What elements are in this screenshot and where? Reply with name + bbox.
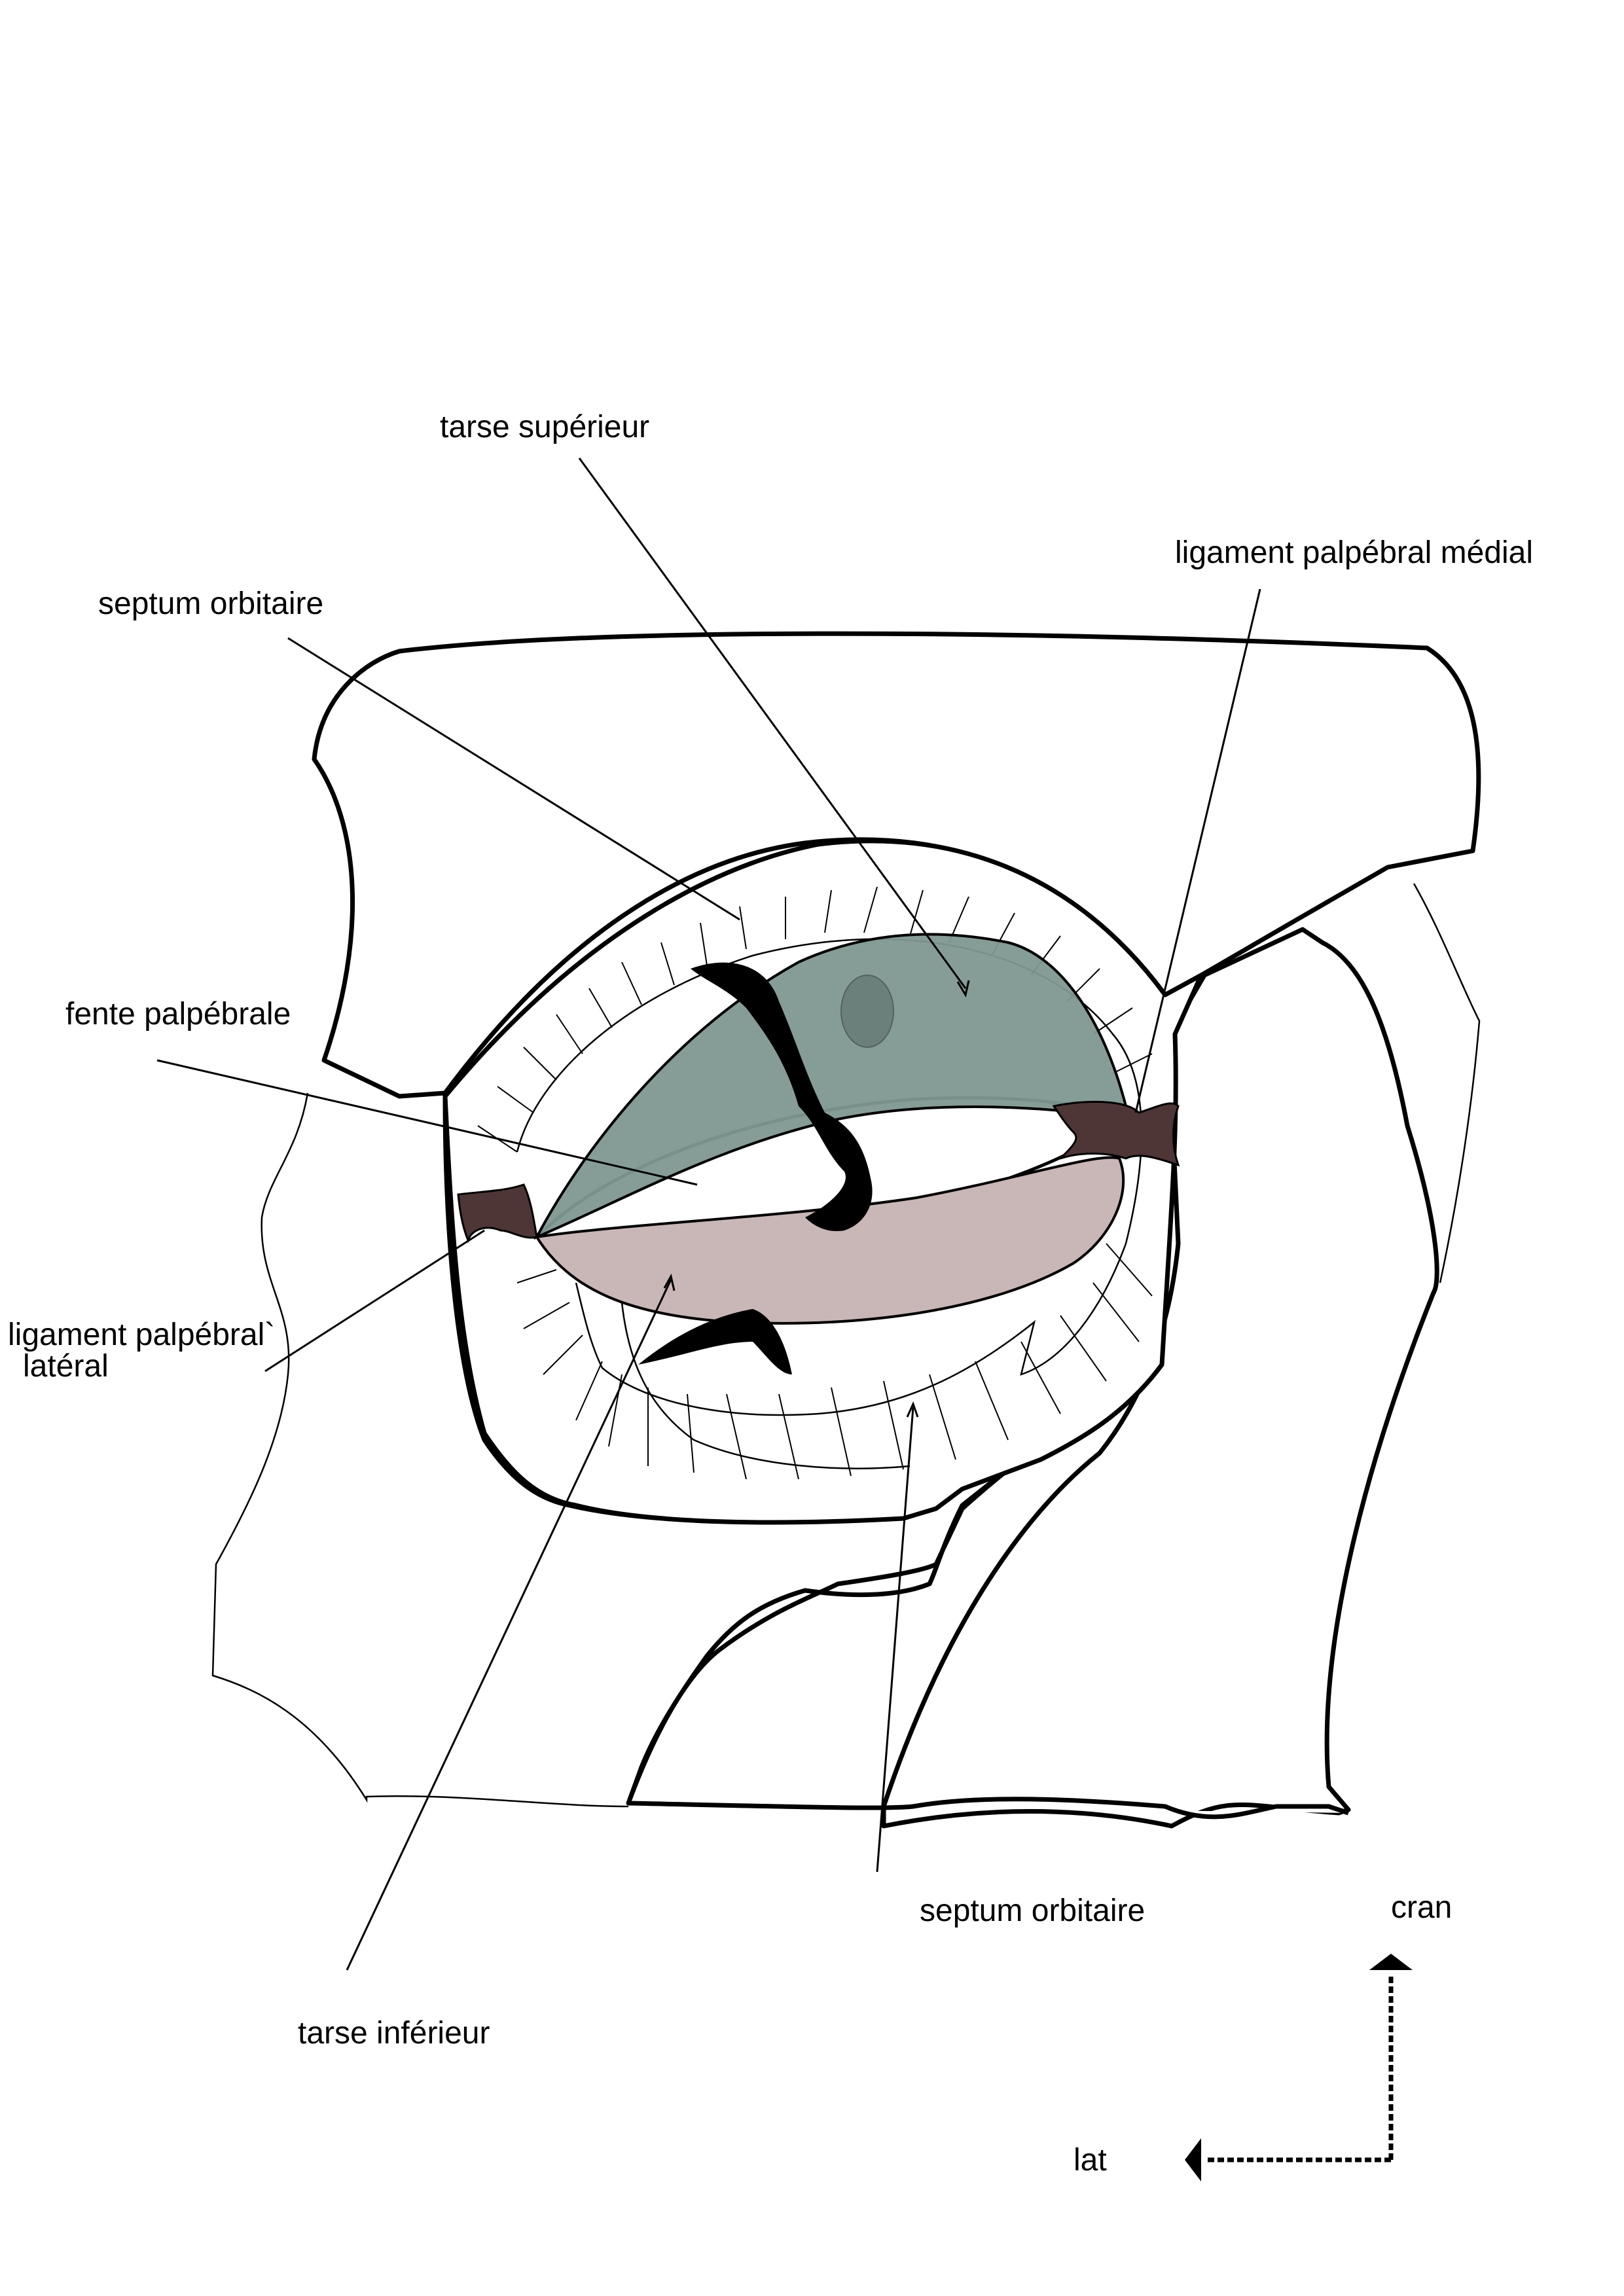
- leader-tarse-superieur-arrow: [956, 980, 970, 997]
- upper-dark-structure: [691, 962, 873, 1231]
- leader-fente: [156, 1059, 698, 1186]
- leader-ligament-lateral: [264, 1229, 485, 1372]
- leader-septum-bottom-arrow: [906, 1401, 919, 1418]
- leader-tarse-inferieur: [346, 1279, 672, 1971]
- label-tarse-superieur: tarse supérieur: [440, 410, 649, 444]
- leader-tarse-inferieur-arrow: [663, 1273, 676, 1291]
- leader-septum-bottom: [876, 1407, 914, 1873]
- medial-palpebral-ligament: [1052, 1100, 1180, 1167]
- lat-arrowhead: [1185, 2138, 1201, 2181]
- upper-tarsus: [533, 933, 1131, 1240]
- cran-arrowhead: [1369, 1954, 1413, 1970]
- label-lat: lat: [1074, 2143, 1107, 2178]
- label-tarse-inferieur: tarse inférieur: [298, 2016, 490, 2051]
- septum-hatching: [477, 886, 1153, 1480]
- leader-ligament-medial: [1134, 588, 1261, 1113]
- inner-orbit-outline: [516, 938, 1143, 1416]
- lower-tarsus: [534, 1156, 1125, 1325]
- label-ligament-lateral-line2: latéral: [23, 1349, 109, 1384]
- soft-tissue-outline-right: [1413, 883, 1481, 1283]
- label-fente: fente palpébrale: [65, 997, 291, 1031]
- lower-dark-structure: [638, 1309, 792, 1374]
- lateral-palpebral-ligament: [457, 1183, 538, 1244]
- label-septum-top: septum orbitaire: [98, 586, 323, 621]
- soft-tissue-outline: [211, 1092, 629, 1808]
- label-ligament-medial: ligament palpébral médial: [1175, 535, 1533, 570]
- label-ligament-lateral-line1: ligament palpébral`: [8, 1318, 275, 1352]
- upper-tarsus-gland: [840, 975, 894, 1048]
- label-septum-bottom: septum orbitaire: [920, 1893, 1145, 1928]
- right-bone-plate: [881, 927, 1439, 1829]
- leader-septum-top: [287, 637, 740, 921]
- label-cran: cran: [1391, 1890, 1452, 1925]
- lower-bone-bottom-edge: [628, 1797, 1350, 1820]
- leader-tarse-superieur: [578, 457, 967, 989]
